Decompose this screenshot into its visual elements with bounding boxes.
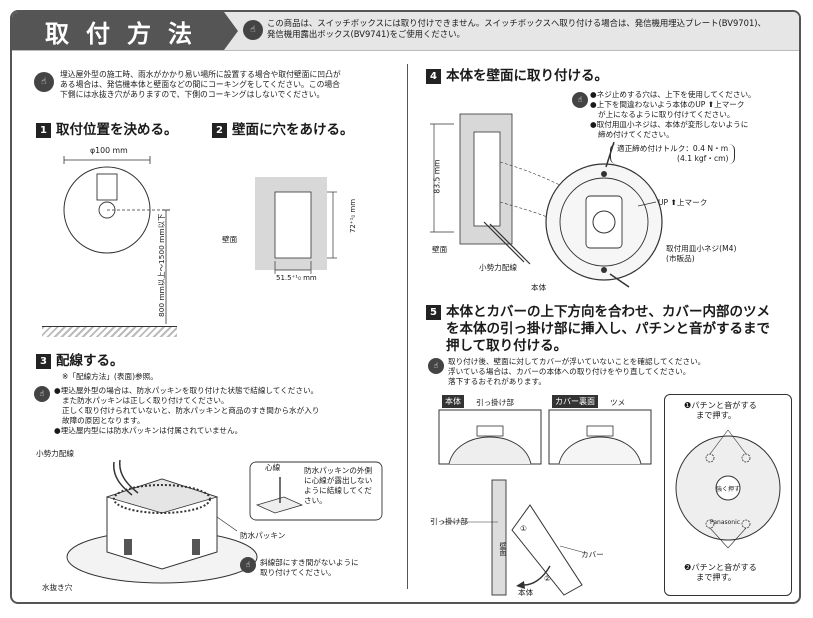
step5-heading: 5 本体とカバーの上下方向を合わせ、カバー内部のツメ を本体の引っ掛け部に挿入し… [426, 304, 796, 355]
step5-marker-1: ① [520, 524, 527, 533]
step3-core-label: 心線 [265, 463, 281, 472]
step5-press-2: ❷パチンと音がする まで押す。 [684, 562, 757, 582]
step3-notes: ●埋込屋外型の場合は、防水パッキンを取り付けた状態で結線してください。 また防水… [54, 386, 320, 435]
step1-diagram [63, 156, 172, 324]
step4-height-label: 83.5 mm [432, 159, 442, 194]
press-strongly-label: 強く押す [716, 486, 741, 493]
step5-side-diagram [442, 479, 583, 596]
step4-wall-label: 壁面 [432, 245, 448, 254]
step5-detail-boxes [438, 409, 652, 465]
step4-notes: ●ネジ止めする穴は、上下を使用してください。 ●上下を間違わないよう本体のUP … [590, 90, 756, 139]
floor [42, 326, 177, 337]
warning-hand-icon: ☝ [572, 92, 588, 108]
step2-diagram [255, 177, 337, 274]
step3-packing-label: 防水パッキン [240, 531, 286, 540]
step3-caution: 斜線部にすき間がないように 取り付けてください。 [260, 558, 359, 577]
warning-hand-icon: ☝ [34, 72, 54, 92]
step1-diameter: φ100 mm [90, 146, 128, 155]
warning-hand-icon: ☝ [428, 358, 444, 374]
warning-hand-icon: ☝ [240, 557, 256, 573]
step3-wiring-diagram [66, 459, 383, 584]
brand-logo: Panasonic [710, 519, 741, 526]
step4-heading: 4 本体を壁面に取り付ける。 [426, 68, 608, 85]
intro-note: 埋込屋外型の施工時、雨水がかかり易い場所に設置する場合や取付壁面に凹凸が ある場… [60, 70, 341, 99]
step3-drain-label: 水抜き穴 [42, 583, 73, 592]
step5-hook-label: 引っ掛け部 [476, 398, 514, 407]
step5-caution: 取り付け後、壁面に対してカバーが浮いていないことを確認してください。 浮いている… [448, 357, 706, 386]
step2-width-label: 51.5⁺¹₀ mm [276, 274, 317, 282]
step3-callout: 防水パッキンの外側 に心線が露出しない ように結線してくだ さい。 [304, 466, 373, 505]
step4-diagram [430, 113, 663, 288]
step5-claw-label: ツメ [610, 398, 626, 407]
step5-hook-side-label: 引っ掛け部 [430, 517, 468, 526]
step5-cover-label: カバー [581, 550, 604, 559]
step1-heading: 1 取付位置を決める。 [36, 122, 178, 139]
step3-ref: ※「配線方法」(表面)参照。 [62, 372, 158, 381]
step5-body-tag: 本体 [442, 395, 464, 408]
step3-low-power-label: 小勢力配線 [36, 449, 74, 458]
step2-wall-label: 壁面 [222, 235, 238, 244]
step2-height-label: 72⁺¹₀ mm [349, 198, 358, 234]
instruction-sheet: 取付方法 ☝ この商品は、スイッチボックスには取り付けできません。スイッチボック… [10, 10, 801, 604]
step5-body-label: 本体 [518, 588, 534, 597]
step2-heading: 2 壁面に穴をあける。 [212, 122, 354, 139]
step4-screw-label: 取付用皿小ネジ(M4) (市販品) [666, 244, 737, 263]
step5-press-1: ❶パチンと音がする まで押す。 [684, 400, 757, 420]
warning-hand-icon: ☝ [34, 386, 50, 402]
step5-front-diagram [675, 429, 781, 549]
warning-hand-icon: ☝ [243, 20, 263, 40]
step4-low-power-label: 小勢力配線 [479, 263, 517, 272]
header-banner: 取付方法 ☝ この商品は、スイッチボックスには取り付けできません。スイッチボック… [12, 12, 799, 51]
banner-note: この商品は、スイッチボックスには取り付けできません。スイッチボックスへ取り付ける… [267, 18, 766, 39]
step5-wall-label: 壁面 [499, 542, 507, 556]
step3-heading: 3 配線する。 [36, 353, 124, 370]
step5-cover-back-tag: カバー裏面 [552, 395, 598, 408]
column-divider [407, 64, 408, 589]
step5-marker-2: ② [544, 574, 551, 583]
step4-body-label: 本体 [531, 283, 547, 292]
page-title: 取付方法 [12, 12, 238, 50]
step4-up-mark-label: UP ⬆上マーク [658, 198, 708, 207]
